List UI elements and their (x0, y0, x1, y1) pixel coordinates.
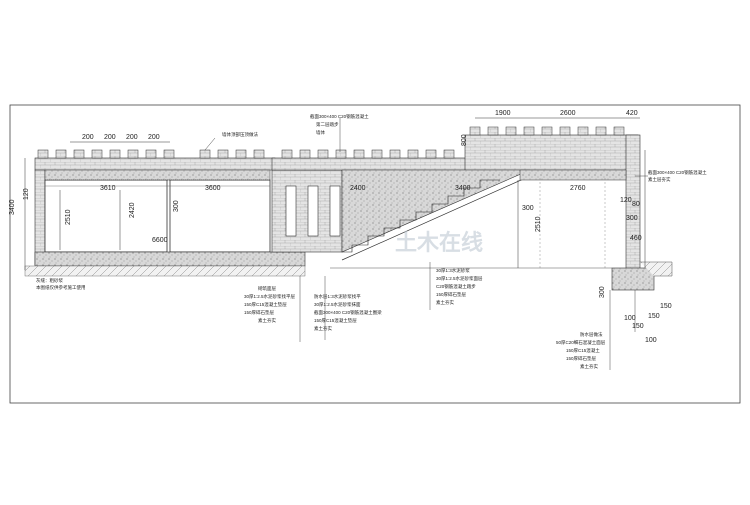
base-slab (34, 251, 306, 267)
dim-3400: 3400 (455, 185, 471, 192)
pool-right (169, 179, 271, 253)
dim-2420: 2420 (129, 202, 136, 218)
dim-80: 80 (632, 201, 640, 208)
svg-text:150厚C15混凝土垫层: 150厚C15混凝土垫层 (314, 317, 357, 324)
svg-text:150厚碎石垫层: 150厚碎石垫层 (566, 355, 597, 362)
dim-300-right: 300 (626, 215, 638, 222)
upper-wall (271, 126, 641, 271)
right-top-dim-3: 420 (626, 110, 638, 117)
pool-rim (44, 169, 271, 181)
callout-right-1: 截面300×400 C20钢筋混凝土 (648, 169, 707, 176)
svg-text:防水层1:3水泥砂浆找平: 防水层1:3水泥砂浆找平 (314, 293, 361, 300)
ground-layer (24, 265, 306, 277)
callout-top-mid-1: 截面300×400 C20钢筋混凝土 (310, 113, 369, 120)
callout-top-mid-2: 第二层踏步 (316, 121, 339, 128)
left-note-1: 灰缝：粗砂浆 (36, 277, 63, 284)
left-note-2: 本图纸仅供参考施工使用 (36, 284, 86, 291)
br-dim-5: 150 (632, 323, 644, 330)
svg-text:30厚1:2.5水泥砂浆面层: 30厚1:2.5水泥砂浆面层 (436, 275, 483, 282)
dim-2510-a: 2510 (65, 209, 72, 225)
br-dim-1: 300 (599, 286, 606, 298)
callout-right-2: 素土层夯实 (648, 176, 671, 183)
dim-3600: 3600 (205, 185, 221, 192)
stair-slope (341, 169, 531, 253)
notes-bottom-mid2: 30厚1:3水泥砂浆 30厚1:2.5水泥砂浆面层 C20钢筋混凝土踏步 150… (436, 267, 483, 306)
svg-text:素土夯实: 素土夯实 (258, 317, 276, 324)
callout-top-left: 墙体顶部压顶做法 (222, 131, 258, 138)
drawing-border (9, 104, 741, 404)
svg-text:素土夯实: 素土夯实 (436, 299, 454, 306)
dim-3610: 3610 (100, 185, 116, 192)
right-top-dim-1: 1900 (495, 110, 511, 117)
dim-300-a: 300 (173, 200, 180, 212)
top-dim-4: 200 (148, 134, 160, 141)
top-dim-1: 200 (82, 134, 94, 141)
br-dim-3: 100 (624, 315, 636, 322)
svg-text:150厚C15混凝土: 150厚C15混凝土 (566, 347, 600, 354)
br-dim-4: 150 (648, 313, 660, 320)
top-dim-2: 200 (104, 134, 116, 141)
dim-2760: 2760 (570, 185, 586, 192)
stair-steps (342, 179, 500, 253)
br-dim-6: 100 (645, 337, 657, 344)
dim-300-b: 300 (522, 205, 534, 212)
left-wall (34, 149, 276, 266)
svg-text:素土夯实: 素土夯实 (314, 325, 332, 332)
notes-bottom-right: 防水层做法 50厚C20细石混凝土面层 150厚C15混凝土 150厚碎石垫层 … (556, 331, 606, 370)
watermark: 土木在线 (395, 230, 483, 255)
dim-800: 800 (461, 134, 468, 146)
svg-text:30厚1:2.5水泥砂浆抹面: 30厚1:2.5水泥砂浆抹面 (314, 301, 361, 308)
callout-top-mid-3: 墙体 (316, 129, 325, 136)
svg-text:C20钢筋混凝土踏步: C20钢筋混凝土踏步 (436, 283, 476, 290)
svg-text:防水层做法: 防水层做法 (580, 331, 603, 338)
svg-text:30厚1:2.5水泥砂浆找平层: 30厚1:2.5水泥砂浆找平层 (244, 293, 296, 300)
svg-text:150厚碎石垫层: 150厚碎石垫层 (244, 309, 275, 316)
right-top-dim-2: 2600 (560, 110, 576, 117)
svg-text:150厚碎石垫层: 150厚碎石垫层 (436, 291, 467, 298)
right-foundation (611, 267, 655, 291)
svg-text:素土夯实: 素土夯实 (580, 363, 598, 370)
dim-2400: 2400 (350, 185, 366, 192)
svg-text:30厚1:3水泥砂浆: 30厚1:3水泥砂浆 (436, 267, 470, 274)
notes-bottom-mid: 防水层1:3水泥砂浆找平 30厚1:2.5水泥砂浆抹面 截面300×400 C2… (314, 293, 382, 332)
left-dim-3400: 3400 (9, 199, 16, 215)
notes-bottom-left: 砌筑面层 30厚1:2.5水泥砂浆找平层 150厚C15混凝土垫层 150厚碎石… (244, 285, 296, 324)
dim-2510-b: 2510 (535, 216, 542, 232)
dim-460: 460 (630, 235, 642, 242)
dim-6600: 6600 (152, 237, 168, 244)
br-dim-2: 150 (660, 303, 672, 310)
svg-text:150厚C15混凝土垫层: 150厚C15混凝土垫层 (244, 301, 287, 308)
left-dim-120: 120 (23, 188, 30, 200)
top-dim-3: 200 (126, 134, 138, 141)
dim-120-right: 120 (620, 197, 632, 204)
svg-text:50厚C20细石混凝土面层: 50厚C20细石混凝土面层 (556, 339, 606, 346)
svg-text:截面300×400 C20钢筋混凝土圈梁: 截面300×400 C20钢筋混凝土圈梁 (314, 309, 382, 316)
svg-text:砌筑面层: 砌筑面层 (258, 285, 276, 292)
